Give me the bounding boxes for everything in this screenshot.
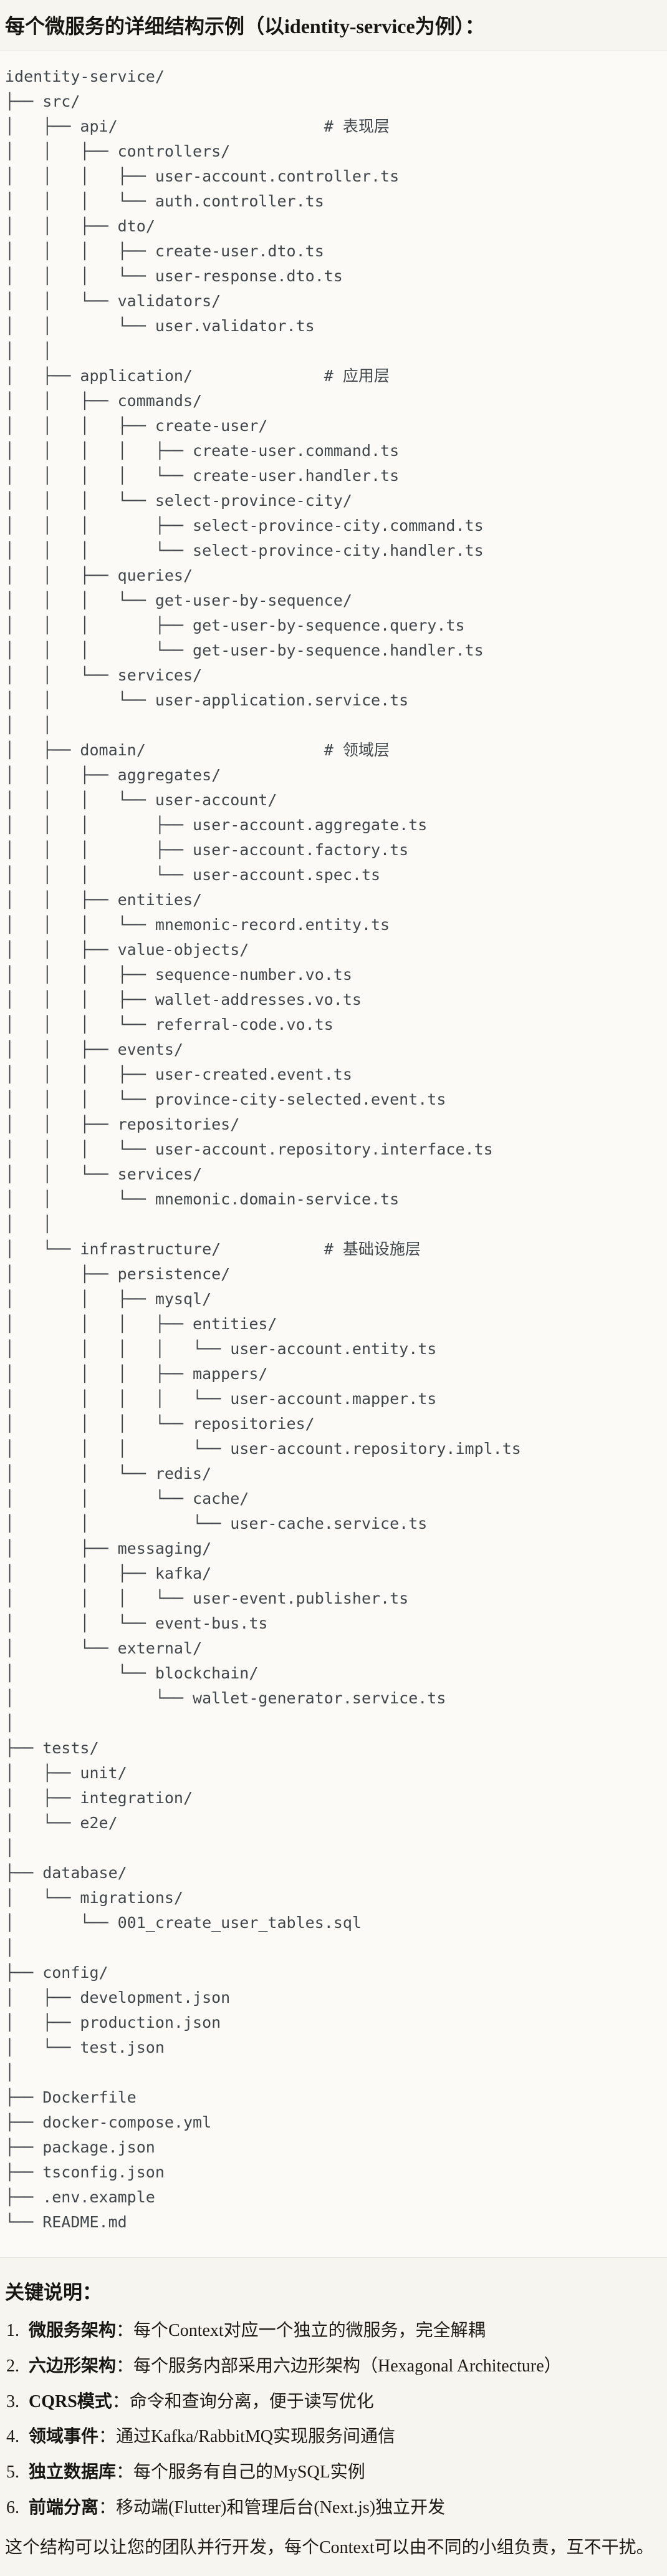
note-text: ：通过Kafka/RabbitMQ实现服务间通信 xyxy=(98,2427,395,2447)
file-tree: identity-service/ ├── src/ │ ├── api/ # … xyxy=(5,67,521,2231)
note-text: ：每个服务内部采用六边形架构（Hexagonal Architecture） xyxy=(116,2356,562,2376)
notes-section: 关键说明： 1. 微服务架构：每个Context对应一个独立的微服务，完全解耦 … xyxy=(0,2277,667,2560)
note-label: 领域事件 xyxy=(29,2427,99,2447)
notes-heading: 关键说明： xyxy=(5,2281,102,2303)
note-item: 6. 前端分离：移动端(Flutter)和管理后台(Next.js)独立开发 xyxy=(6,2497,661,2520)
note-number: 5. xyxy=(6,2462,24,2482)
note-label: 六边形架构 xyxy=(29,2356,117,2376)
page-title: 每个微服务的详细结构示例（以identity-service为例）： xyxy=(5,15,485,37)
note-label: CQRS模式 xyxy=(29,2391,112,2411)
closing-paragraph: 这个结构可以让您的团队并行开发，每个Context可以由不同的小组负责，互不干扰… xyxy=(5,2538,654,2558)
note-text: ：命令和查询分离，便于读写优化 xyxy=(112,2391,374,2411)
note-text: ：移动端(Flutter)和管理后台(Next.js)独立开发 xyxy=(98,2498,446,2518)
notes-list: 1. 微服务架构：每个Context对应一个独立的微服务，完全解耦 2. 六边形… xyxy=(5,2320,661,2520)
note-text: ：每个服务有自己的MySQL实例 xyxy=(116,2462,365,2482)
note-item: 3. CQRS模式：命令和查询分离，便于读写优化 xyxy=(6,2391,661,2414)
file-tree-code-block: identity-service/ ├── src/ │ ├── api/ # … xyxy=(0,49,667,2258)
note-item: 4. 领域事件：通过Kafka/RabbitMQ实现服务间通信 xyxy=(6,2426,661,2449)
note-number: 3. xyxy=(6,2391,24,2411)
note-number: 1. xyxy=(6,2320,24,2340)
note-label: 微服务架构 xyxy=(29,2320,117,2340)
note-number: 4. xyxy=(6,2427,24,2447)
note-number: 2. xyxy=(6,2356,24,2376)
note-item: 5. 独立数据库：每个服务有自己的MySQL实例 xyxy=(6,2461,661,2484)
note-label: 前端分离 xyxy=(29,2498,99,2518)
note-text: ：每个Context对应一个独立的微服务，完全解耦 xyxy=(116,2320,486,2340)
note-item: 2. 六边形架构：每个服务内部采用六边形架构（Hexagonal Archite… xyxy=(6,2355,661,2378)
note-number: 6. xyxy=(6,2498,24,2518)
note-label: 独立数据库 xyxy=(29,2462,117,2482)
note-item: 1. 微服务架构：每个Context对应一个独立的微服务，完全解耦 xyxy=(6,2320,661,2343)
